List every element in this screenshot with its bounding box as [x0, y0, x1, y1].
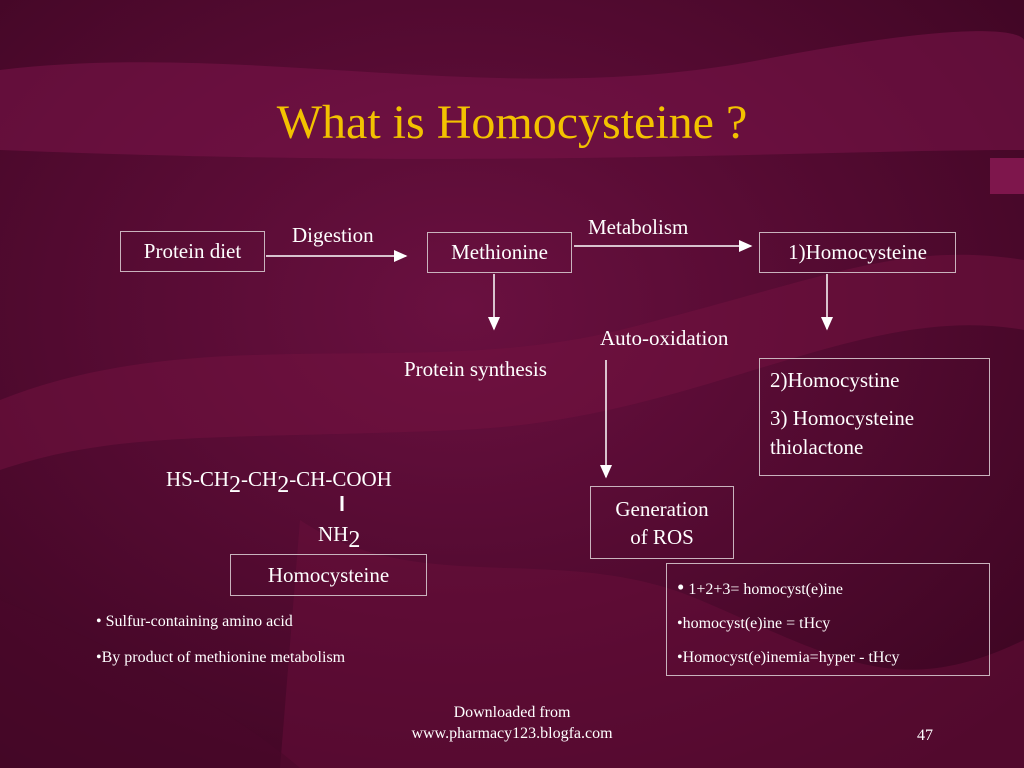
edge-label-digestion: Digestion [292, 223, 374, 247]
formula-part-2: -CH [241, 467, 278, 491]
formula-part-1: HS-CH [166, 467, 230, 491]
node-ros: Generation of ROS [590, 486, 734, 559]
bullet-left-2: •By product of methionine metabolism [96, 649, 346, 666]
summary-item-2: •homocyst(e)ine = tHcy [677, 615, 831, 632]
node-ros-line-2: of ROS [630, 524, 694, 549]
chemical-formula: HS-CH2-CH2-CH-COOH [166, 467, 392, 497]
edge-label-auto-oxidation: Auto-oxidation [600, 326, 729, 350]
edge-label-protein-synthesis: Protein synthesis [404, 357, 547, 381]
edge-label-metabolism: Metabolism [588, 215, 689, 239]
summary-item-1: • 1+2+3= homocyst(e)ine [677, 570, 979, 607]
node-homocystine: 2)Homocystine [770, 368, 900, 392]
node-homocysteine-label: Homocysteine [230, 554, 427, 596]
formula-nh-sub: 2 [348, 527, 361, 553]
node-protein-diet: Protein diet [120, 231, 265, 272]
summary-item-1-text: 1+2+3= homocyst(e)ine [684, 581, 843, 598]
footer-line-1: Downloaded from [453, 704, 571, 721]
summary-box: • 1+2+3= homocyst(e)ine •homocyst(e)ine … [666, 563, 990, 676]
node-homocysteine-forms: 2)Homocystine 3) Homocysteine thiolacton… [759, 358, 990, 476]
node-homocysteine-1: 1)Homocysteine [759, 232, 956, 273]
formula-amino-group: NH2 [318, 522, 360, 552]
slide-title: What is Homocysteine ? [276, 96, 748, 149]
page-number: 47 [917, 727, 933, 744]
node-thiolactone: 3) Homocysteine thiolactone [770, 406, 915, 459]
summary-item-3: •Homocyst(e)inemia=hyper - tHcy [677, 649, 900, 666]
node-methionine: Methionine [427, 232, 572, 273]
formula-sub-1: 2 [229, 472, 242, 498]
footer-source: Downloaded from www.pharmacy123.blogfa.c… [372, 702, 652, 744]
bullet-left-1: • Sulfur-containing amino acid [96, 613, 293, 630]
formula-nh: NH [318, 522, 349, 546]
formula-part-3: -CH-COOH [289, 467, 392, 491]
footer-line-2: www.pharmacy123.blogfa.com [411, 725, 613, 742]
summary-bullet-dot: • [677, 575, 685, 599]
formula-sub-2: 2 [277, 472, 290, 498]
node-ros-line-1: Generation [615, 496, 709, 521]
